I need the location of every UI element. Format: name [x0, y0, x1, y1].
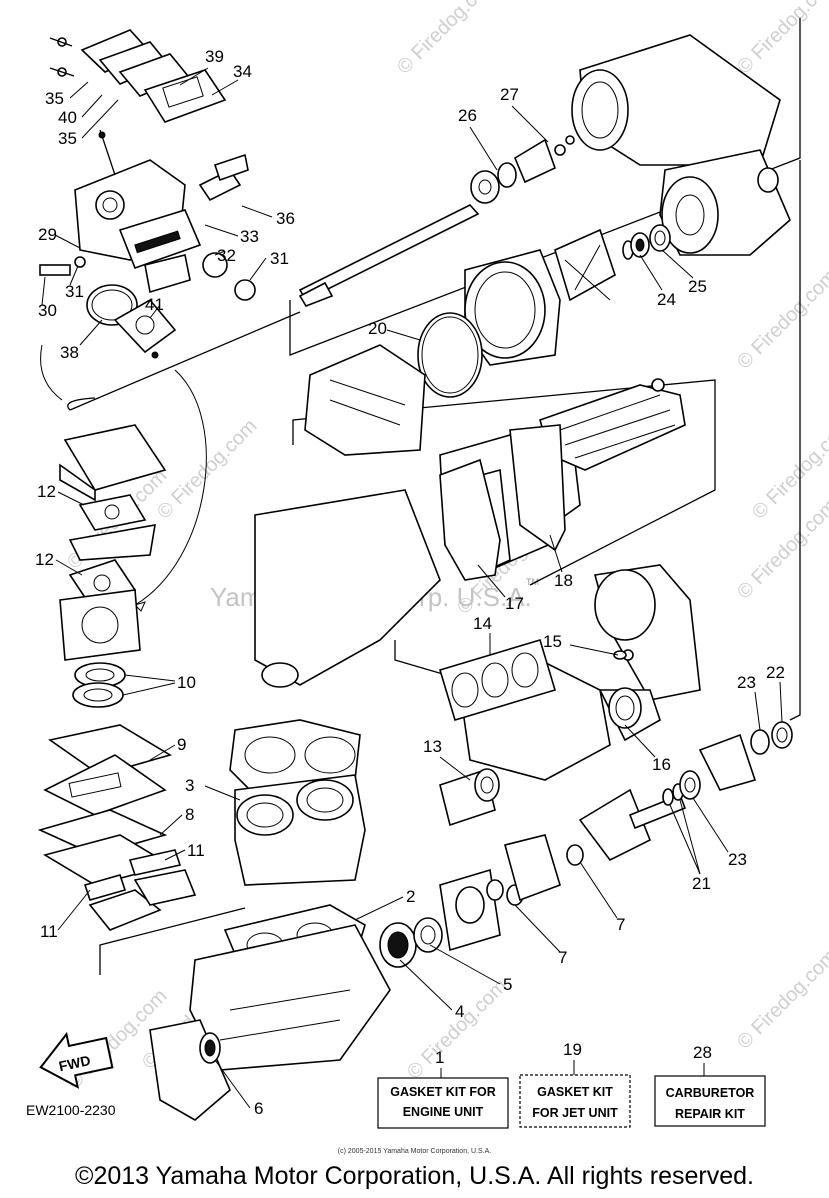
- callout-38: 38: [60, 343, 79, 362]
- watermark-bottom-center: © Firedog.com: [403, 975, 512, 1084]
- fwd-arrow: FWD: [39, 1031, 114, 1089]
- callout-21: 21: [692, 874, 711, 893]
- kit-number-1: 1: [435, 1048, 444, 1067]
- callout-3: 3: [185, 776, 194, 795]
- callout-4: 4: [455, 1002, 464, 1021]
- callout-24: 24: [657, 290, 676, 309]
- callout-14: 14: [473, 614, 492, 633]
- callout-31-right: 31: [270, 249, 289, 268]
- callout-36: 36: [276, 209, 295, 228]
- copyright-notice: ©2013 Yamaha Motor Corporation, U.S.A. A…: [75, 1162, 754, 1190]
- fwd-label: FWD: [57, 1052, 92, 1074]
- callout-30: 30: [38, 301, 57, 320]
- callout-16: 16: [652, 755, 671, 774]
- callout-11-left: 11: [40, 922, 58, 941]
- carburetor-gaskets: [86, 284, 177, 359]
- kit-number-28: 28: [693, 1043, 712, 1062]
- kit-1-line2: ENGINE UNIT: [403, 1105, 484, 1119]
- kit-box-carburetor: 28 CARBURETOR REPAIR KIT: [654, 1043, 766, 1127]
- carburetor-body: [39, 129, 256, 301]
- callout-22: 22: [766, 663, 785, 682]
- callout-13: 13: [423, 737, 442, 756]
- callout-15: 15: [543, 632, 562, 651]
- callout-23-top: 23: [737, 673, 756, 692]
- seals-bearings: [379, 650, 793, 968]
- callout-33: 33: [240, 227, 259, 246]
- callout-31-left: 31: [65, 282, 84, 301]
- carburetor-assembly: [39, 29, 256, 359]
- callout-5: 5: [503, 975, 512, 994]
- callout-35-top: 35: [45, 89, 64, 108]
- kit-box-engine: 1 GASKET KIT FOR ENGINE UNIT: [377, 1048, 509, 1129]
- kit-19-line1: GASKET KIT: [537, 1085, 613, 1099]
- kit-28-line1: CARBURETOR: [666, 1086, 755, 1100]
- callout-27: 27: [500, 85, 519, 104]
- trademark-mark: TM: [526, 577, 539, 587]
- reed-valve-plates: [49, 29, 227, 123]
- callout-25: 25: [688, 277, 707, 296]
- kit-19-line2: FOR JET UNIT: [532, 1106, 618, 1120]
- callout-10: 10: [177, 673, 196, 692]
- callout-40: 40: [58, 108, 77, 127]
- callout-23-bottom: 23: [728, 850, 747, 869]
- callout-18: 18: [554, 571, 573, 590]
- watermark-left-4: © Firedog.com: [153, 415, 262, 524]
- callout-7-left: 7: [558, 948, 567, 967]
- kit-box-jet: 19 GASKET KIT FOR JET UNIT: [519, 1040, 631, 1128]
- callout-12-top: 12: [37, 482, 56, 501]
- frame-lines: [40, 18, 801, 975]
- callout-34: 34: [233, 62, 252, 81]
- callout-29: 29: [38, 225, 57, 244]
- watermark-right-2: © Firedog.com: [733, 495, 829, 604]
- watermark-right-1: © Firedog.com: [733, 265, 829, 374]
- callout-8: 8: [185, 805, 194, 824]
- callout-26: 26: [458, 106, 477, 125]
- callout-9: 9: [177, 735, 186, 754]
- callout-20: 20: [368, 319, 387, 338]
- kit-28-line2: REPAIR KIT: [675, 1107, 745, 1121]
- source-line: (c) 2005-2015 Yamaha Motor Corporation, …: [337, 1148, 492, 1155]
- jet-pump-assembly: [298, 34, 791, 456]
- watermark-top-right: © Firedog.com: [733, 0, 829, 79]
- leader-lines: [41, 67, 783, 1109]
- callout-32: 32: [217, 246, 236, 265]
- callout-6: 6: [254, 1099, 263, 1118]
- drawing-code: EW2100-2230: [26, 1102, 116, 1118]
- callout-39: 39: [205, 47, 224, 66]
- callout-12-bottom: 12: [35, 550, 54, 569]
- callout-17: 17: [505, 594, 524, 613]
- kit-number-19: 19: [563, 1040, 582, 1059]
- callout-7-right: 7: [616, 915, 625, 934]
- cylinder-crankcase: [149, 719, 391, 1121]
- callout-35-bottom: 35: [58, 129, 77, 148]
- kit-1-line1: GASKET KIT FOR: [390, 1085, 496, 1099]
- callout-41: 41: [145, 295, 164, 314]
- callout-11-right: 11: [187, 841, 205, 860]
- callout-2: 2: [406, 887, 415, 906]
- watermark-top-center: © Firedog.com: [393, 0, 502, 79]
- callout-labels: 35 39 34 40 35 26 27 36 33 29 32 31 31 3…: [35, 47, 785, 1118]
- center-gaskets: [439, 424, 566, 721]
- watermark-right-3: © Firedog.com: [733, 945, 829, 1054]
